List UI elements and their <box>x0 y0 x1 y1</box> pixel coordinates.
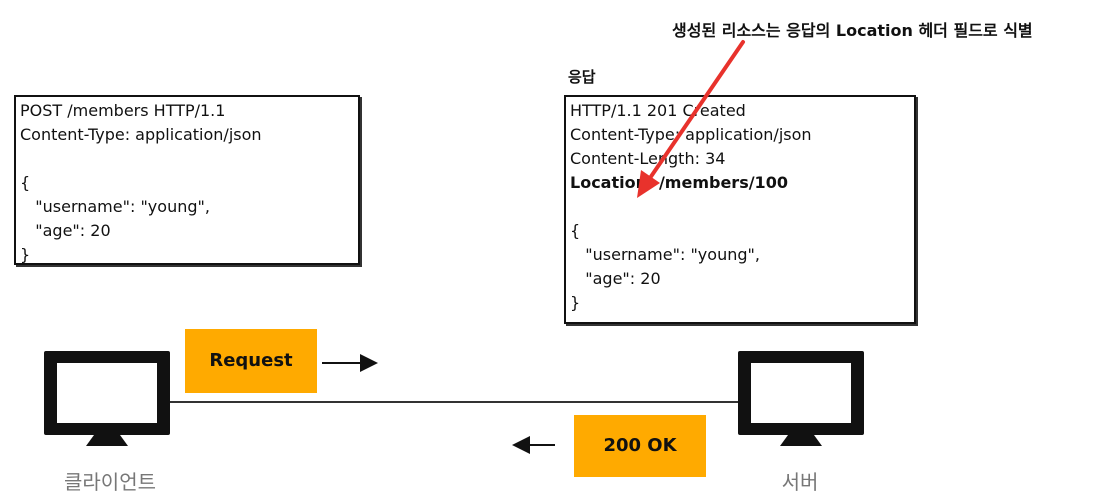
request-line: POST /members HTTP/1.1 <box>20 101 226 120</box>
request-message-box: POST /members HTTP/1.1 Content-Type: app… <box>14 95 360 265</box>
response-line: "age": 20 <box>570 269 661 288</box>
response-message-box: HTTP/1.1 201 Created Content-Type: appli… <box>564 95 916 324</box>
client-monitor-icon <box>44 351 170 446</box>
response-line: Content-Type: application/json <box>570 125 812 144</box>
response-status-label: 200 OK <box>574 415 706 477</box>
response-title: 응답 <box>568 68 596 86</box>
response-line: HTTP/1.1 201 Created <box>570 101 746 120</box>
server-monitor-icon <box>738 351 864 446</box>
annotation-arrow-icon <box>637 40 745 198</box>
request-line: "age": 20 <box>20 221 111 240</box>
response-arrow-icon <box>512 436 555 454</box>
request-label: Request <box>185 329 317 393</box>
request-arrow-icon <box>322 354 378 372</box>
request-line: "username": "young", <box>20 197 210 216</box>
request-line: } <box>20 245 31 264</box>
response-location-line: Location: /members/100 <box>570 173 788 192</box>
client-label: 클라이언트 <box>64 470 156 494</box>
response-line: "username": "young", <box>570 245 760 264</box>
response-line: { <box>570 221 581 240</box>
request-line: { <box>20 173 31 192</box>
location-annotation: 생성된 리소스는 응답의 Location 헤더 필드로 식별 <box>672 21 1033 40</box>
response-line: } <box>570 293 581 312</box>
request-line: Content-Type: application/json <box>20 125 262 144</box>
server-label: 서버 <box>781 470 819 494</box>
